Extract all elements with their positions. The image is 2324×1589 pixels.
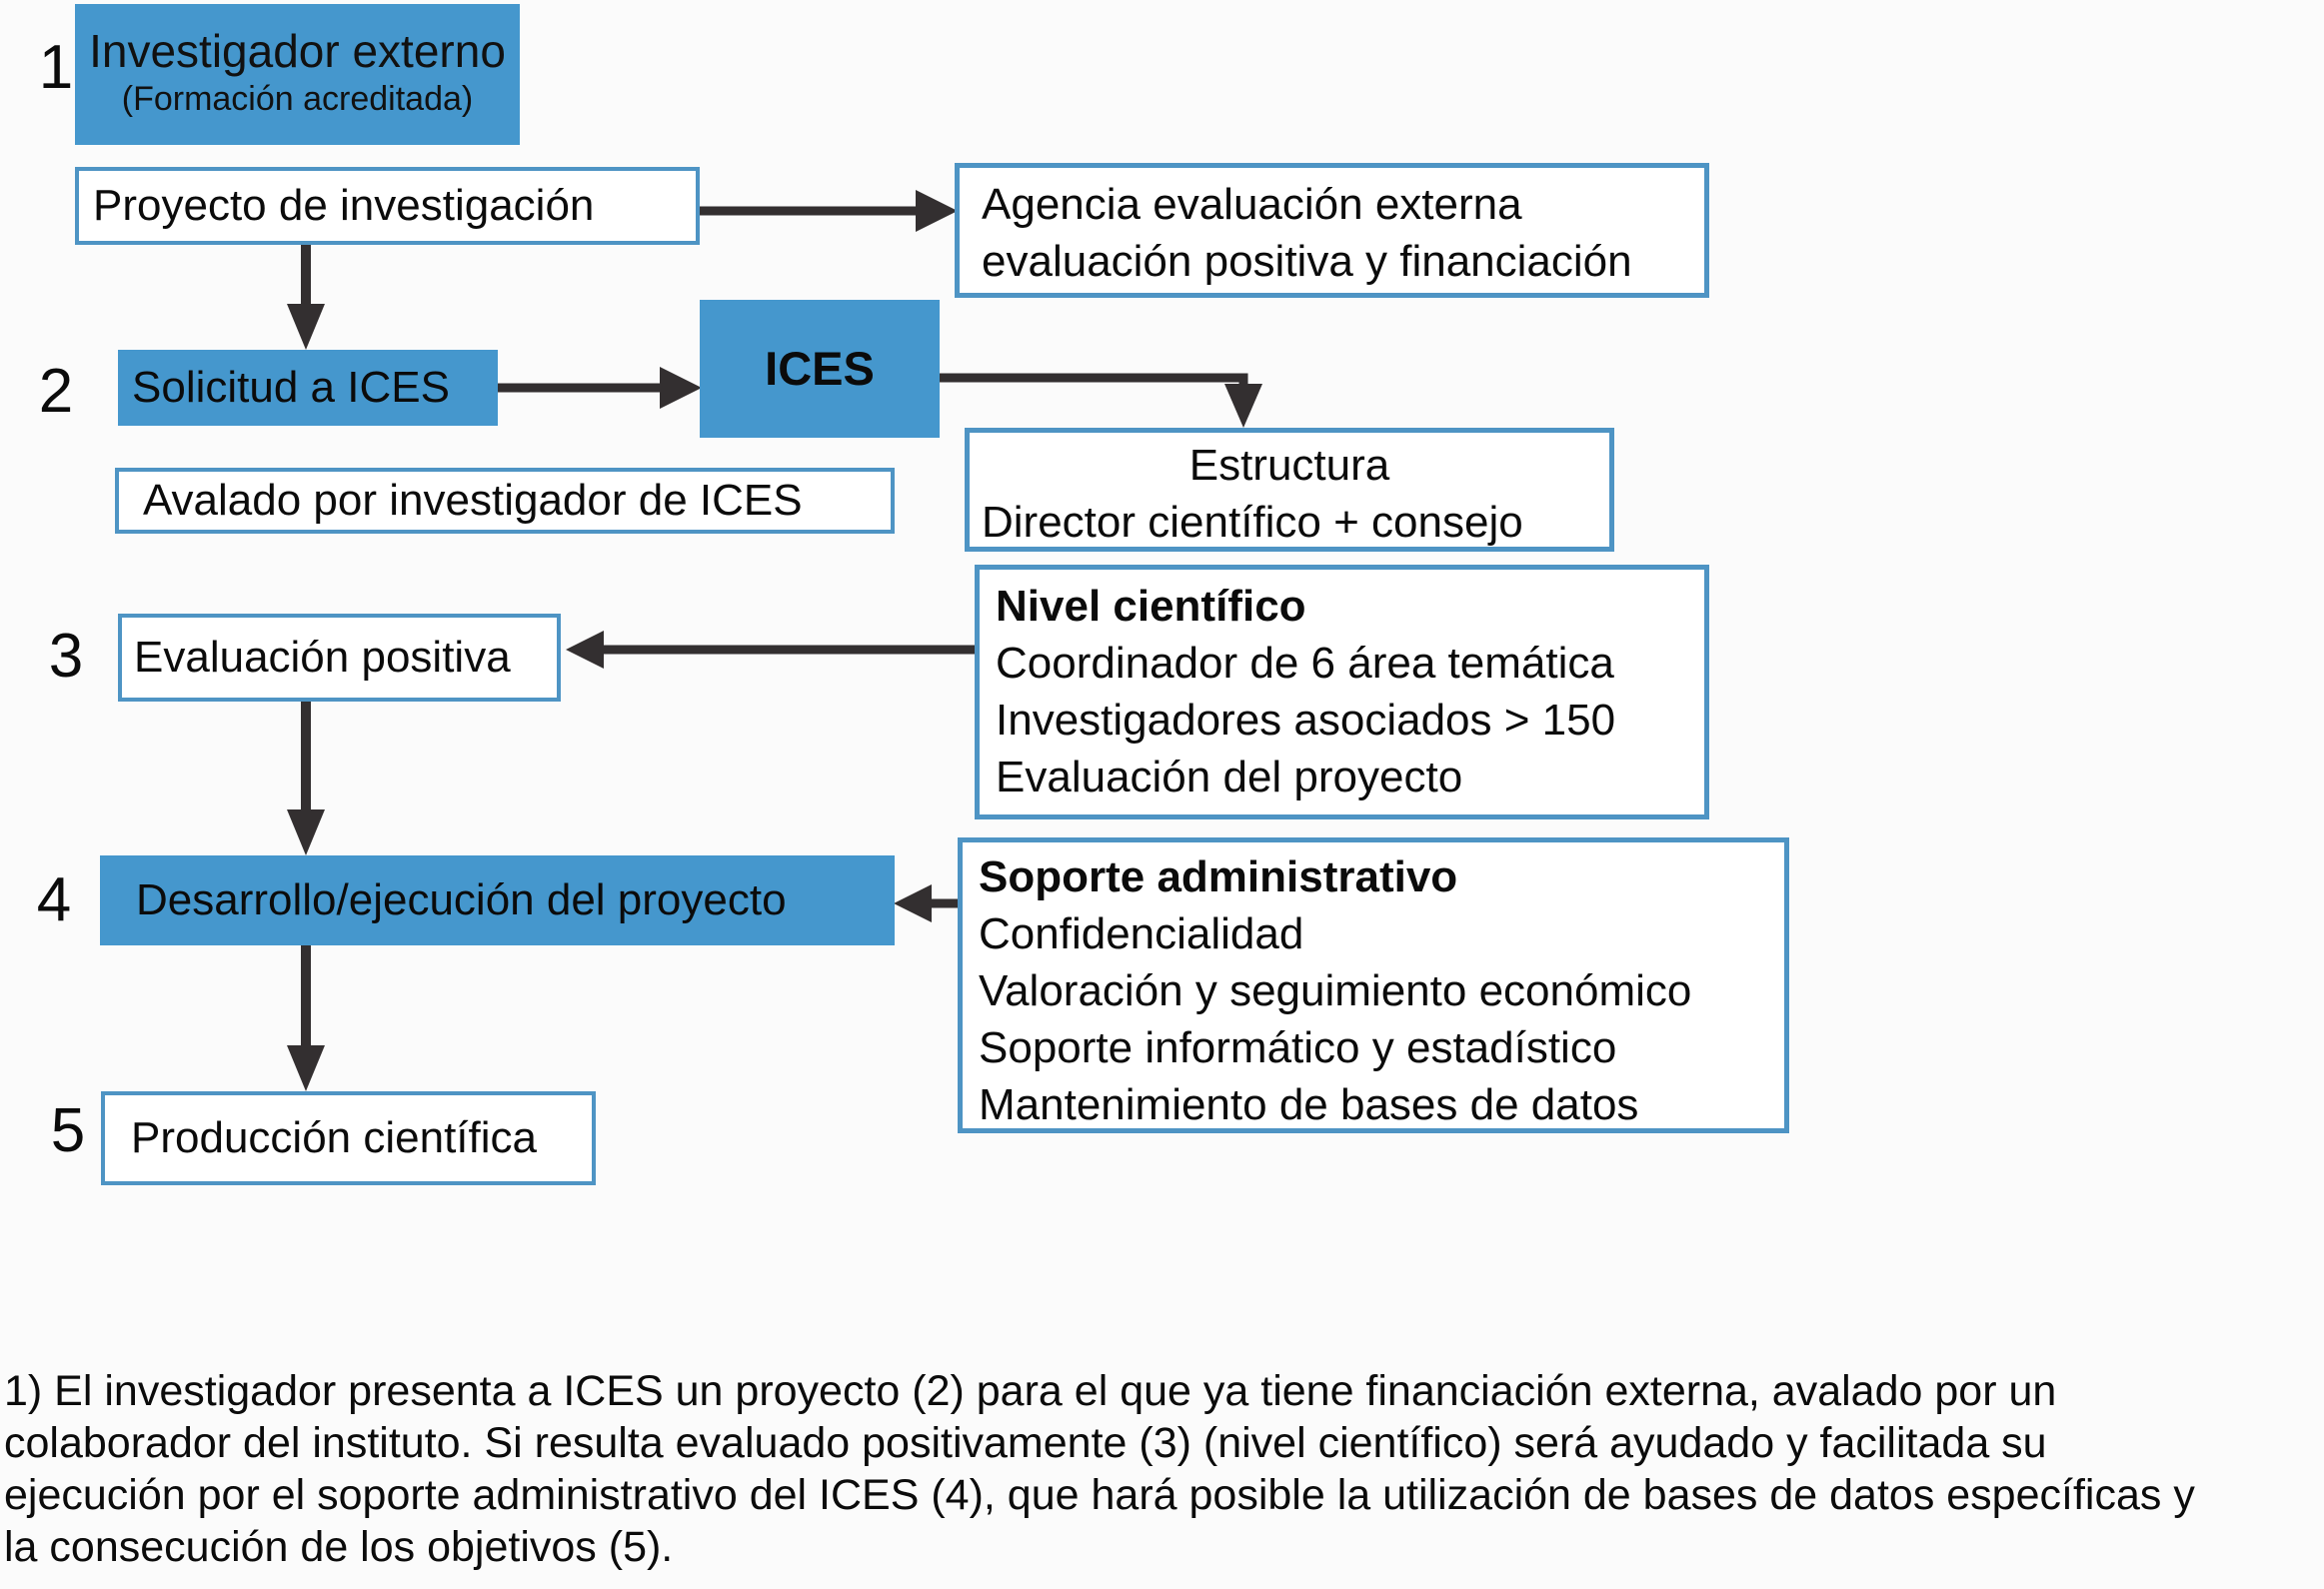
arrow-proyecto-to-agencia <box>700 190 958 232</box>
arrow-proyecto-to-solicitud <box>287 245 325 350</box>
step-number-5: 5 <box>50 1096 86 1165</box>
step-number-3: 3 <box>48 622 84 691</box>
footnote-line-2: colaborador del instituto. Si resulta ev… <box>4 1419 2047 1467</box>
box-produccion-cientifica: Producción científica <box>101 1091 596 1185</box>
agencia-line-1: Agencia evaluación externa <box>982 180 1522 229</box>
footnote-line-3: ejecución por el soporte administrativo … <box>4 1471 2195 1519</box>
box-agencia-evaluacion: Agencia evaluación externa evaluación po… <box>955 163 1709 298</box>
agencia-line-2: evaluación positiva y financiación <box>982 237 1632 286</box>
soporte-item-confidencialidad: Confidencialidad <box>979 909 1304 958</box>
nivel-item-evaluacion: Evaluación del proyecto <box>996 753 1463 801</box>
box-avalado: Avalado por investigador de ICES <box>115 468 895 534</box>
evaluacion-positiva-label: Evaluación positiva <box>134 633 511 683</box>
box-ices: ICES <box>700 300 940 438</box>
arrow-nivel-to-evaluacion <box>566 631 975 669</box>
desarrollo-ejecucion-label: Desarrollo/ejecución del proyecto <box>136 875 787 925</box>
footnote-line-4: la consecución de los objetivos (5). <box>4 1523 674 1571</box>
footnote-line-1: 1) El investigador presenta a ICES un pr… <box>4 1367 2057 1415</box>
box-evaluacion-positiva: Evaluación positiva <box>118 614 561 702</box>
investigador-externo-subtitle: (Formación acreditada) <box>121 80 474 118</box>
box-solicitud-ices: Solicitud a ICES <box>118 350 498 426</box>
box-proyecto-investigacion: Proyecto de investigación <box>75 167 700 245</box>
box-soporte-administrativo: Soporte administrativo Confidencialidad … <box>958 837 1789 1133</box>
footnote-paragraph: 1) El investigador presenta a ICES un pr… <box>4 1365 2321 1573</box>
soporte-administrativo-header: Soporte administrativo <box>979 852 1458 901</box>
produccion-cientifica-label: Producción científica <box>131 1113 537 1163</box>
box-nivel-cientifico: Nivel científico Coordinador de 6 área t… <box>975 565 1709 819</box>
proyecto-investigacion-label: Proyecto de investigación <box>93 181 595 231</box>
ices-label: ICES <box>765 342 875 396</box>
soporte-item-informatico: Soporte informático y estadístico <box>979 1023 1617 1072</box>
box-investigador-externo: Investigador externo (Formación acredita… <box>75 4 520 145</box>
estructura-line-1: Estructura <box>1188 441 1390 490</box>
soporte-item-valoracion: Valoración y seguimiento económico <box>979 966 1692 1015</box>
step-number-2: 2 <box>38 357 74 426</box>
step-number-1: 1 <box>38 33 74 102</box>
arrow-solicitud-to-ices <box>497 367 702 409</box>
avalado-label: Avalado por investigador de ICES <box>143 476 803 526</box>
nivel-item-coordinador: Coordinador de 6 área temática <box>996 639 1614 688</box>
soporte-item-mantenimiento: Mantenimiento de bases de datos <box>979 1080 1639 1129</box>
estructura-line-2: Director científico + consejo <box>982 498 1523 547</box>
solicitud-ices-label: Solicitud a ICES <box>132 363 450 413</box>
arrow-desarrollo-to-produccion <box>287 945 325 1091</box>
arrow-soporte-to-desarrollo <box>894 884 958 922</box>
step-number-4: 4 <box>36 865 72 934</box>
nivel-cientifico-header: Nivel científico <box>996 582 1306 631</box>
box-desarrollo-ejecucion: Desarrollo/ejecución del proyecto <box>100 855 895 945</box>
box-estructura: Estructura Director científico + consejo <box>965 428 1614 552</box>
nivel-item-investigadores: Investigadores asociados > 150 <box>996 696 1616 745</box>
arrow-ices-to-estructura <box>938 373 1262 428</box>
investigador-externo-title: Investigador externo <box>89 25 506 77</box>
arrow-evaluacion-to-desarrollo <box>287 702 325 855</box>
